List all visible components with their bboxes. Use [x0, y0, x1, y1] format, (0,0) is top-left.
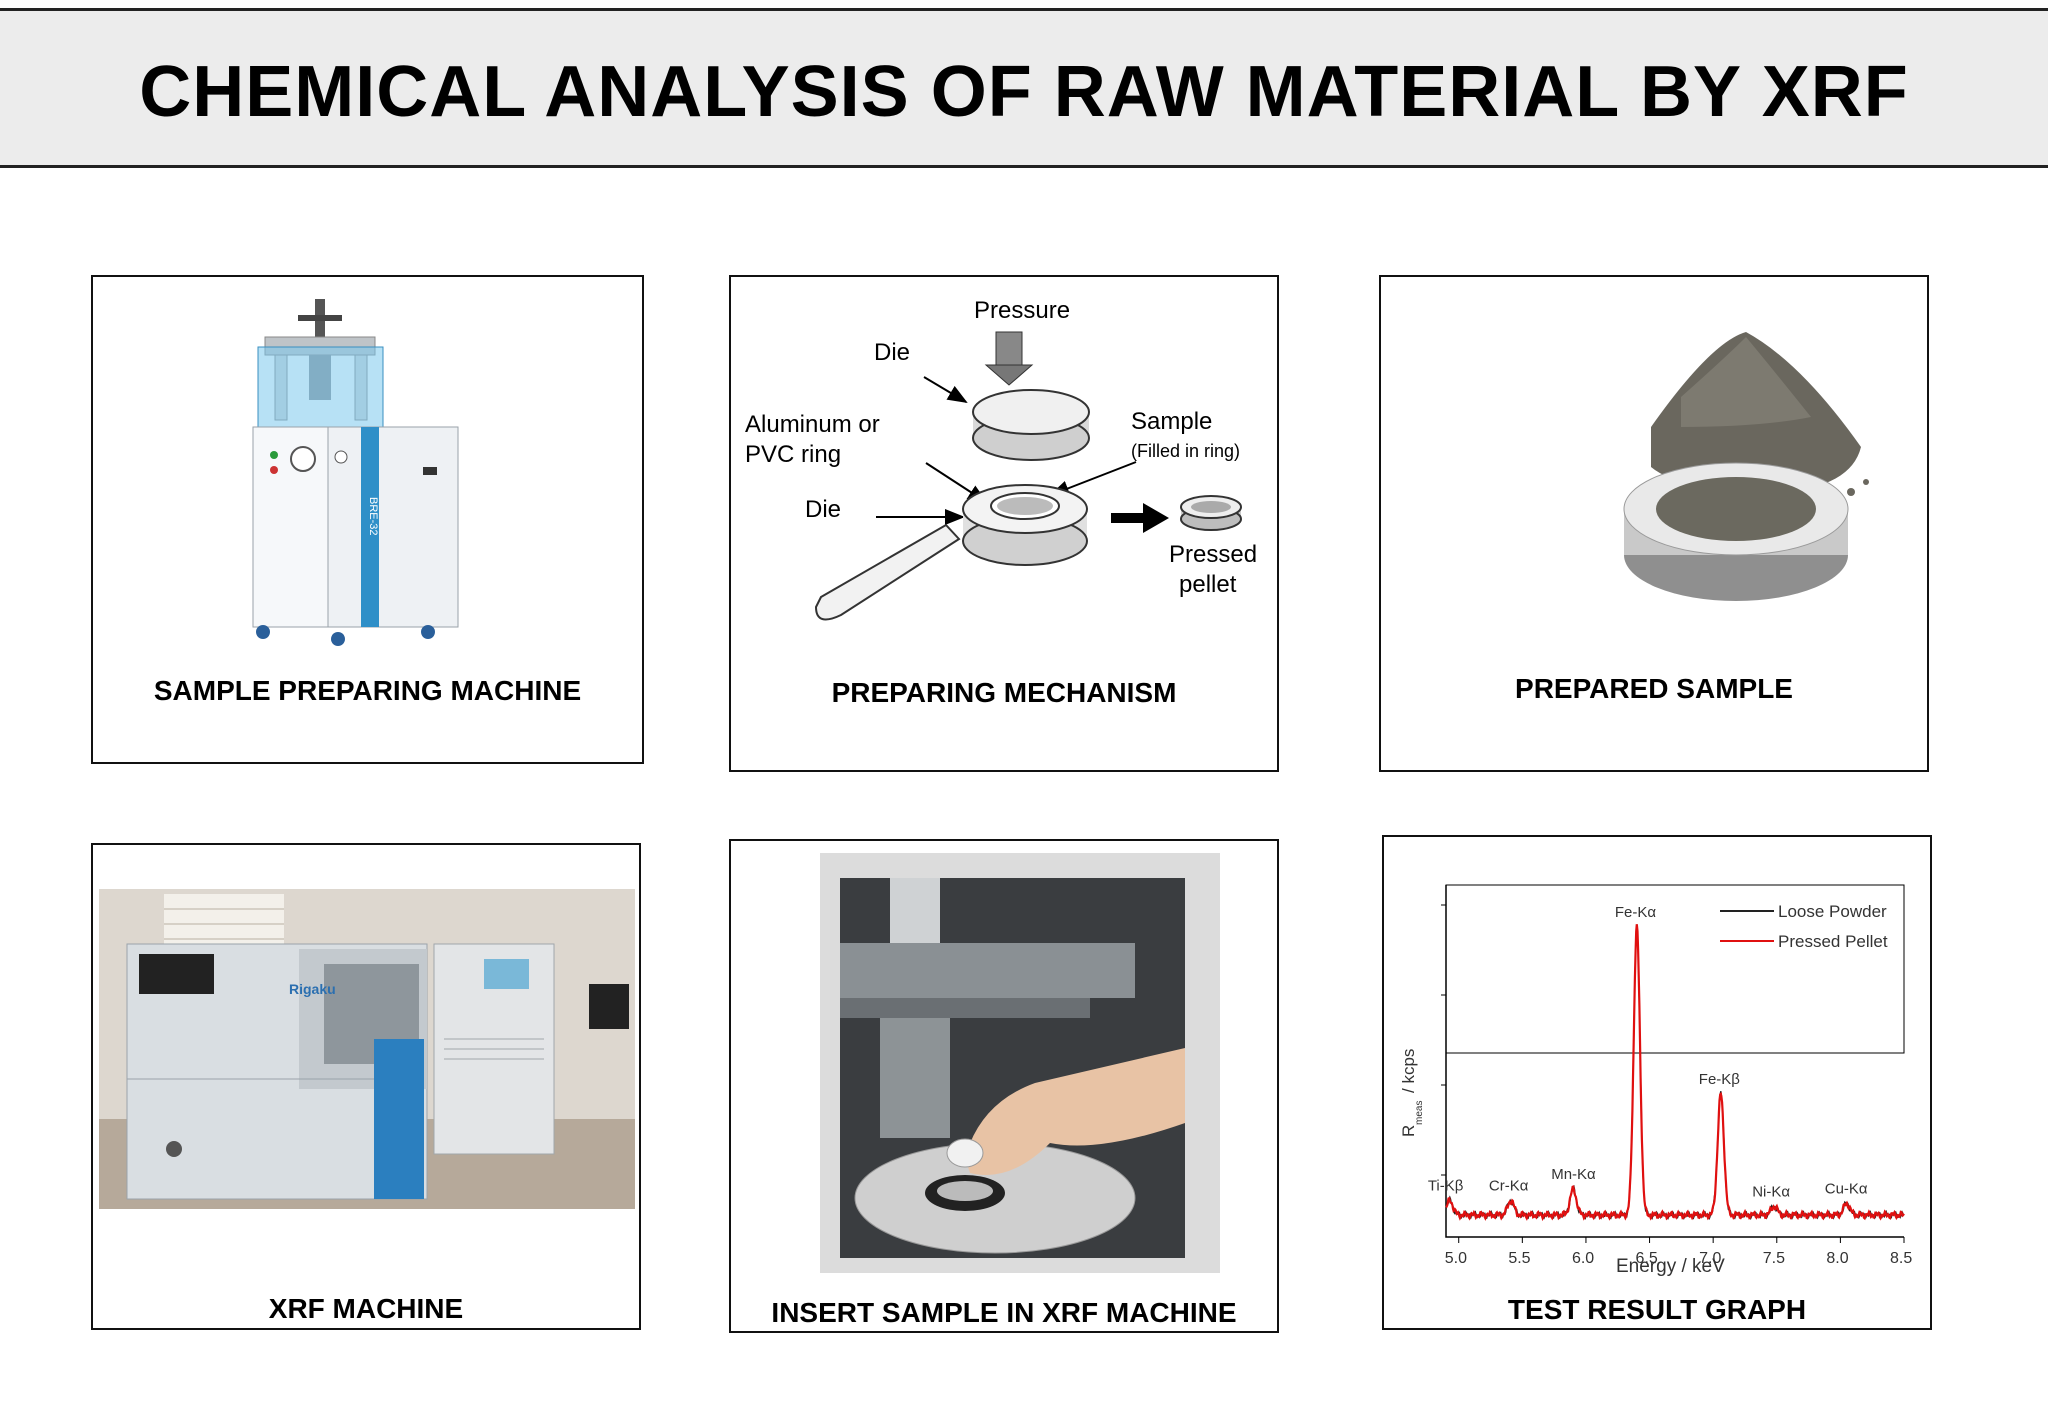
- x-tick-label: 7.0: [1699, 1250, 1721, 1267]
- peak-label: Mn-Kα: [1551, 1166, 1596, 1183]
- machine-brand-text: BRE-32: [367, 497, 379, 536]
- panel-insert-sample: INSERT SAMPLE IN XRF MACHINE: [729, 839, 1279, 1333]
- chart-legend: Loose Powder Pressed Pellet: [1720, 902, 1888, 951]
- xrf-brand-text: Rigaku: [289, 981, 336, 997]
- label-sample: Sample: [1131, 408, 1212, 435]
- chart-axes: [1445, 885, 1904, 1238]
- panel-preparing-mechanism: Pressure Die Aluminum or PVC ring Sample…: [729, 275, 1279, 772]
- chart-ylabel: R: [1399, 1125, 1418, 1137]
- caption-prepared-sample: PREPARED SAMPLE: [1515, 673, 1793, 704]
- peak-label: Fe-Kβ: [1699, 1071, 1741, 1088]
- series-line-pressed-pellet: [1445, 924, 1905, 1222]
- xrf-machine-photo: Rigaku: [99, 889, 635, 1209]
- legend-pressed-pellet: Pressed Pellet: [1778, 932, 1888, 951]
- prepared-sample-illustration: [1623, 332, 1869, 601]
- caption-xrf-machine: XRF MACHINE: [268, 1293, 464, 1324]
- caption-sample-preparing-machine: SAMPLE PREPARING MACHINE: [153, 675, 582, 706]
- pellet-press-diagram: Pressure Die Aluminum or PVC ring Sample…: [745, 297, 1257, 621]
- pressed-pellet-icon: [1180, 495, 1242, 531]
- x-tick-label: 8.5: [1890, 1250, 1912, 1267]
- series-line-loose-powder: [1445, 927, 1905, 1221]
- x-tick-label: 6.0: [1572, 1250, 1594, 1267]
- panel-xrf-machine: Rigaku XRF MACHINE: [91, 843, 641, 1330]
- x-tick-label: 7.5: [1763, 1250, 1785, 1267]
- x-tick-label: 5.0: [1445, 1250, 1467, 1267]
- caption-test-result-graph: TEST RESULT GRAPH: [1507, 1294, 1807, 1325]
- panel-test-result-graph: 5.0 5.5 6.0 6.5 7.0 7.5 8.0 8.5 Ti-Kβ Cr-Kα Mn-Kα…: [1382, 835, 1932, 1330]
- upper-die-icon: [972, 389, 1090, 461]
- peak-label: Ti-Kβ: [1428, 1178, 1464, 1195]
- label-pressed-line2: pellet: [1179, 571, 1237, 598]
- peak-label: Cr-Kα: [1489, 1178, 1529, 1195]
- chart-ylabel-unit: / kcps: [1399, 1049, 1418, 1093]
- process-arrow-icon: [1111, 503, 1169, 533]
- x-tick-label: 6.5: [1636, 1250, 1658, 1267]
- insert-sample-photo: [820, 853, 1220, 1273]
- peak-label: Ni-Kα: [1752, 1183, 1790, 1200]
- label-ring-line1: Aluminum or: [745, 411, 880, 438]
- x-tick-label: 8.0: [1826, 1250, 1848, 1267]
- xrf-spectrum-chart: 5.0 5.5 6.0 6.5 7.0 7.5 8.0 8.5 Ti-Kβ Cr-Kα Mn-Kα…: [1399, 884, 1912, 1277]
- peak-label: Fe-Kα: [1615, 904, 1657, 921]
- pressure-arrow-icon: [984, 331, 1034, 386]
- label-die-top: Die: [874, 339, 910, 366]
- label-sample-note: (Filled in ring): [1131, 441, 1240, 461]
- label-pressure: Pressure: [974, 297, 1070, 324]
- page-title: CHEMICAL ANALYSIS OF RAW MATERIAL BY XRF: [139, 52, 1909, 132]
- label-pressed-line1: Pressed: [1169, 541, 1257, 568]
- label-die-bottom: Die: [805, 496, 841, 523]
- panel-prepared-sample: PREPARED SAMPLE: [1379, 275, 1929, 772]
- panel-sample-preparing-machine: BRE-32 SAMPLE PREPARING MACHINE: [91, 275, 644, 764]
- chart-ylabel-sub: meas: [1414, 1101, 1425, 1125]
- chart-xlabel: Energy / keV: [1616, 1256, 1725, 1277]
- label-ring-line2: PVC ring: [745, 441, 841, 468]
- caption-insert-sample: INSERT SAMPLE IN XRF MACHINE: [771, 1297, 1237, 1328]
- caption-preparing-mechanism: PREPARING MECHANISM: [831, 677, 1177, 708]
- sample-press-machine-illustration: BRE-32: [252, 299, 459, 646]
- lower-die-icon: [814, 484, 1088, 621]
- x-tick-label: 5.5: [1508, 1250, 1530, 1267]
- legend-loose-powder: Loose Powder: [1778, 902, 1887, 921]
- peak-label: Cu-Kα: [1825, 1180, 1868, 1197]
- title-banner: CHEMICAL ANALYSIS OF RAW MATERIAL BY XRF: [0, 8, 2048, 168]
